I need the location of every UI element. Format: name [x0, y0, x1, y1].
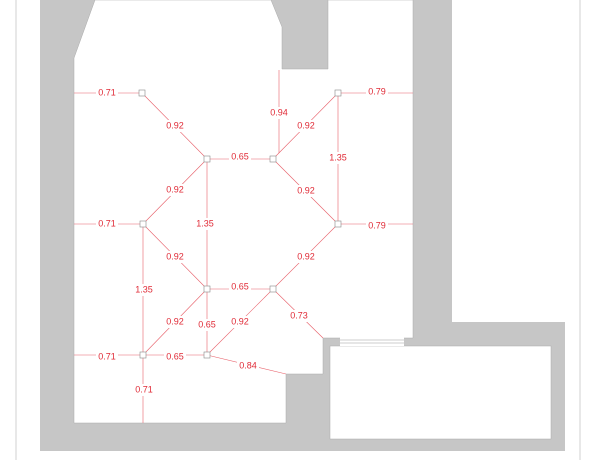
dimension: 0.92	[272, 223, 339, 290]
dimension: 0.92	[272, 158, 339, 225]
dimension-label: 0.84	[239, 360, 257, 370]
dimension: 0.92	[206, 288, 274, 356]
light-point-marker	[139, 220, 147, 228]
light-point-marker	[334, 220, 342, 228]
light-points	[138, 89, 342, 359]
dimension: 0.65	[196, 289, 218, 355]
dimension-label: 0.92	[166, 316, 184, 326]
balcony-door	[340, 337, 404, 346]
dimension: 0.71	[74, 87, 142, 99]
dimension-label: 0.92	[166, 184, 184, 194]
dimension-label: 0.92	[297, 251, 315, 261]
dimension: 1.35	[194, 159, 216, 289]
dimension: 1.35	[133, 224, 155, 355]
dimension-label: 0.92	[166, 120, 184, 130]
balcony-interior	[329, 345, 552, 440]
dimension-label: 0.73	[290, 310, 308, 320]
dimension: 0.71	[133, 355, 155, 423]
light-point-marker	[269, 155, 277, 163]
light-point-marker	[203, 351, 211, 359]
dimension: 0.84	[206, 354, 287, 375]
dimension-label: 0.92	[297, 185, 315, 195]
dimension-label: 0.71	[98, 351, 116, 361]
dimension: 0.71	[74, 351, 143, 363]
dimension: 0.92	[142, 158, 208, 225]
dimension: 0.71	[74, 218, 143, 230]
light-point-marker	[138, 89, 146, 97]
dimension-label: 0.79	[368, 220, 386, 230]
light-point-marker	[334, 89, 342, 97]
light-point-marker	[269, 285, 277, 293]
dimension: 0.79	[338, 220, 413, 232]
dimension-label: 0.65	[198, 319, 216, 329]
dimension-label: 0.92	[297, 120, 315, 130]
dimension: 1.35	[327, 93, 349, 224]
dimension-annotations: 0.71 0.92 0.65 0.94 0.92 0.79 1.35 0.92 0.79 0.92…	[74, 70, 413, 423]
dimension-label: 0.71	[135, 384, 153, 394]
light-point-marker	[139, 351, 147, 359]
room-interior	[73, 0, 414, 424]
dimension-label: 0.71	[98, 218, 116, 228]
dimension-label: 1.35	[329, 152, 347, 162]
dimension-label: 0.65	[231, 281, 249, 291]
dimension-label: 0.79	[368, 86, 386, 96]
dimension-label: 1.35	[196, 218, 214, 228]
dimension: 0.92	[141, 92, 208, 160]
dimension-label: 0.65	[166, 351, 184, 361]
dimension: 0.79	[338, 86, 413, 98]
dimension: 0.92	[142, 223, 208, 290]
dimension-label: 0.92	[231, 316, 249, 326]
dimension: 0.92	[142, 288, 208, 356]
dimension: 0.65	[143, 351, 207, 363]
dimension: 0.73	[272, 288, 324, 339]
light-point-marker	[203, 155, 211, 163]
dimension: 0.92	[272, 92, 339, 160]
dimension-label: 0.94	[270, 107, 288, 117]
dimension: 0.94	[268, 70, 290, 153]
dimension: 0.65	[207, 151, 273, 163]
dimension-label: 0.71	[98, 87, 116, 97]
dimension-label: 0.65	[231, 151, 249, 161]
dimension-label: 1.35	[135, 284, 153, 294]
dimension-label: 0.92	[166, 251, 184, 261]
light-point-marker	[203, 285, 211, 293]
dimension: 0.65	[207, 281, 273, 293]
